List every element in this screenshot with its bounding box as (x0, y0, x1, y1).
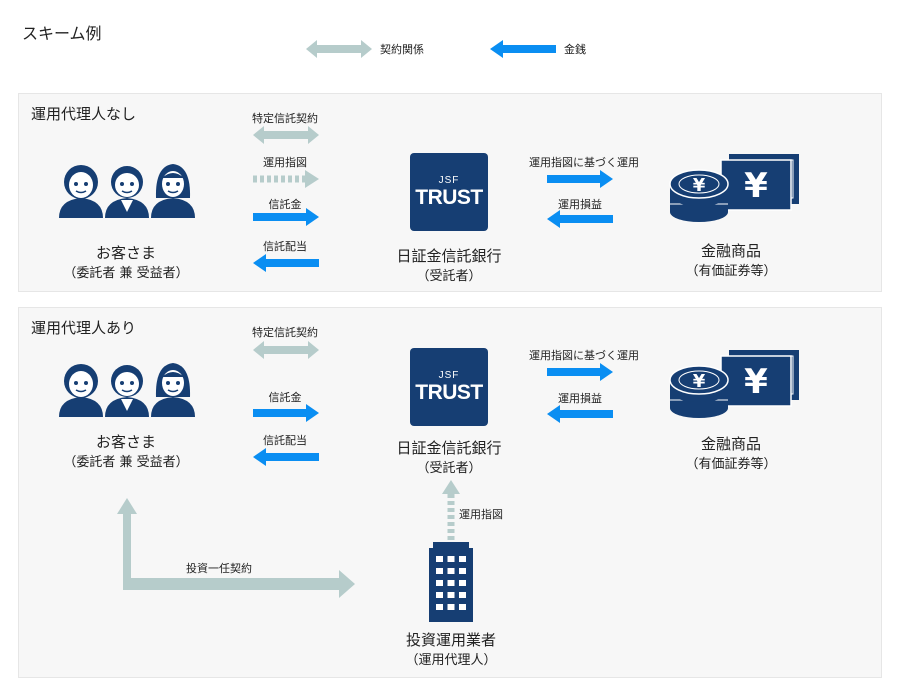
arrow-label-instruction: 運用指図 (459, 508, 503, 521)
arrow-label-profit: 運用損益 (558, 198, 602, 211)
arrow-label-investment: 運用指図に基づく運用 (529, 349, 639, 362)
trust-money-arrow (253, 208, 319, 226)
page-title: スキーム例 (22, 24, 102, 43)
product-sub: （有価証券等） (685, 457, 777, 472)
instruction-dotted-arrow (253, 170, 319, 188)
product-sub: （有価証券等） (685, 264, 777, 279)
instruction-up-dotted-arrow (442, 480, 460, 546)
panel-title: 運用代理人あり (31, 319, 137, 337)
people-icon (58, 163, 196, 219)
contract-double-arrow (253, 341, 319, 359)
legend-contract-label: 契約関係 (380, 43, 424, 56)
profit-arrow (547, 210, 613, 228)
yen-coins-icon (669, 349, 800, 419)
arrow-label-dividend: 信託配当 (263, 434, 307, 447)
legend-money-arrow (490, 40, 556, 58)
bank-sub: （受託者） (416, 461, 482, 476)
bank-name: 日証金信託銀行 (396, 439, 502, 457)
customer-sub: （委託者 兼 受益者） (63, 266, 189, 281)
product-name: 金融商品 (700, 242, 761, 260)
agent-name: 投資運用業者 (405, 631, 496, 649)
office-building-icon (429, 542, 473, 622)
panel-without-agent: 運用代理人なし お客さま （委託者 兼 受益者） 特定信託契約 運用指図 信託金… (18, 93, 882, 292)
logo-trust-text: TRUST (415, 381, 483, 404)
logo-jsf-text: JSF (438, 175, 460, 186)
arrow-label-discretionary: 投資一任契約 (186, 562, 252, 575)
trust-money-arrow (253, 404, 319, 422)
dividend-arrow (253, 448, 319, 466)
discretionary-contract-arrow (117, 498, 355, 598)
people-icon (58, 362, 196, 418)
panel-with-agent: 運用代理人あり お客さま （委託者 兼 受益者） 特定信託契約 信託金 信託配当… (18, 307, 882, 678)
arrow-label-instruction: 運用指図 (263, 156, 307, 169)
logo-trust-text: TRUST (415, 186, 483, 209)
contract-double-arrow (253, 126, 319, 144)
trust-bank-logo-icon: JSF TRUST (410, 153, 488, 231)
panel-title: 運用代理人なし (31, 105, 137, 123)
arrow-label-profit: 運用損益 (558, 392, 602, 405)
product-name: 金融商品 (700, 435, 761, 453)
logo-jsf-text: JSF (438, 370, 460, 381)
investment-arrow (547, 363, 613, 381)
customer-name: お客さま (95, 433, 156, 451)
profit-arrow (547, 405, 613, 423)
arrow-label-investment: 運用指図に基づく運用 (529, 156, 639, 169)
arrow-label-trust-money: 信託金 (268, 198, 302, 211)
arrow-label-contract: 特定信託契約 (252, 326, 318, 339)
investment-arrow (547, 170, 613, 188)
trust-bank-logo-icon: JSF TRUST (410, 348, 488, 426)
customer-sub: （委託者 兼 受益者） (63, 455, 189, 470)
agent-sub: （運用代理人） (405, 653, 497, 668)
dividend-arrow (253, 254, 319, 272)
legend-money-label: 金銭 (564, 43, 586, 56)
yen-coins-icon (669, 153, 800, 223)
arrow-label-contract: 特定信託契約 (252, 112, 318, 125)
arrow-label-trust-money: 信託金 (268, 391, 302, 404)
arrow-label-dividend: 信託配当 (263, 240, 307, 253)
legend-contract-arrow (306, 40, 372, 58)
bank-sub: （受託者） (416, 269, 482, 284)
customer-name: お客さま (95, 244, 156, 262)
bank-name: 日証金信託銀行 (396, 247, 502, 265)
